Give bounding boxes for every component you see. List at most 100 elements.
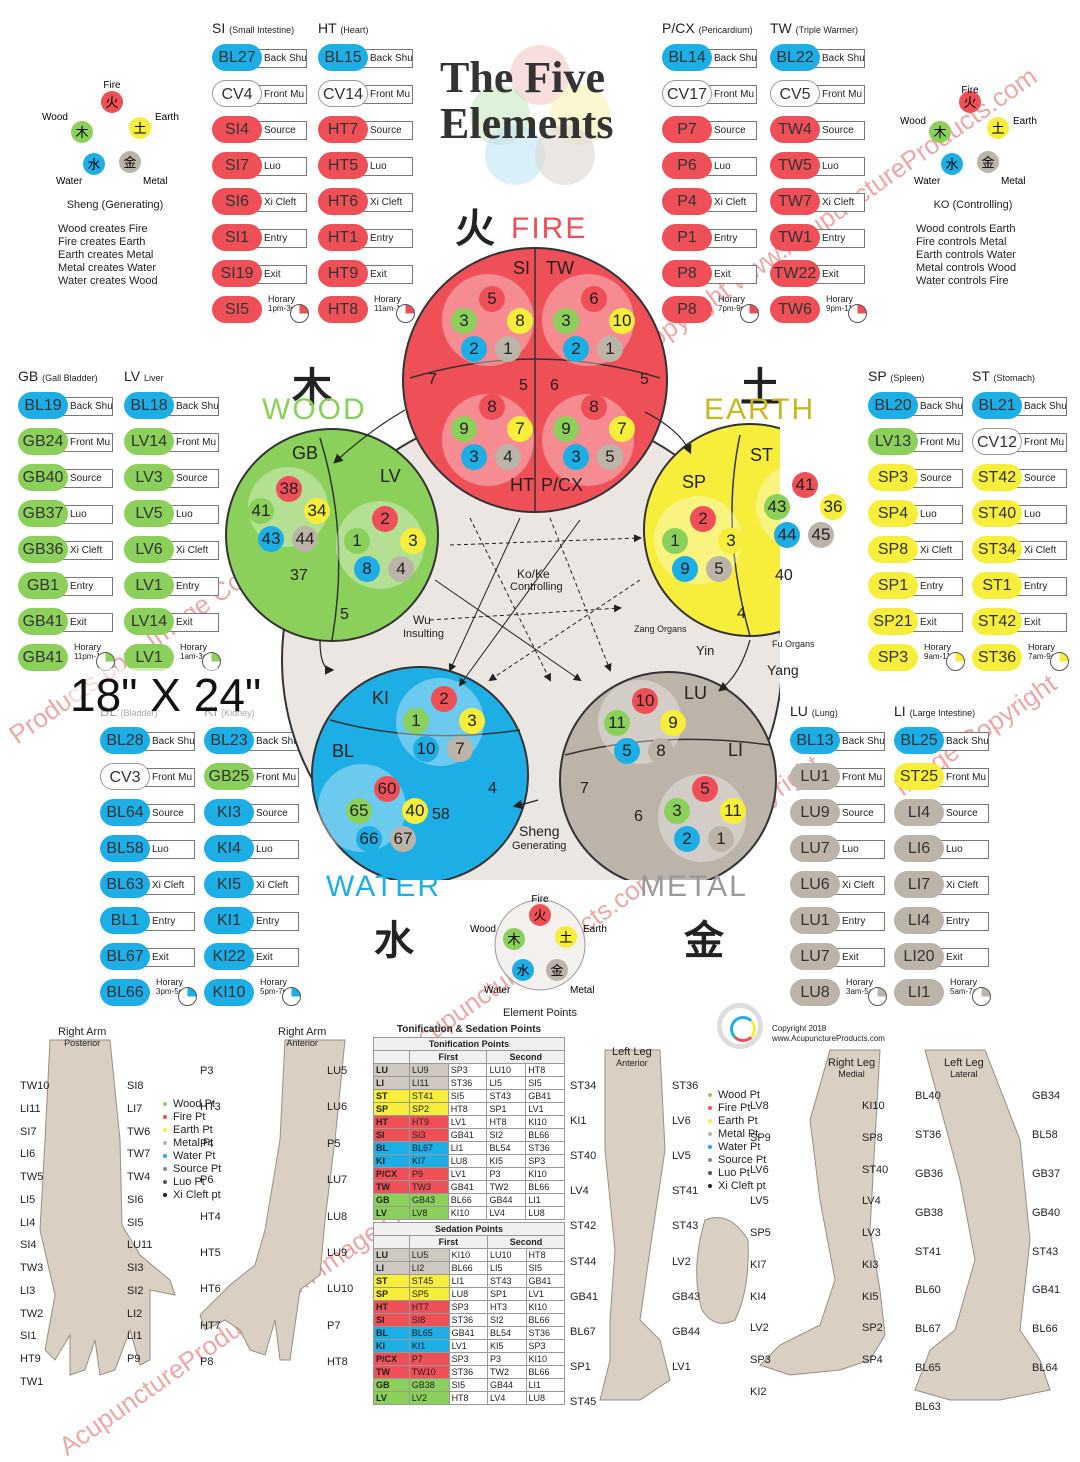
point-label: Entry [62,577,113,596]
element-node: 2 [563,336,589,362]
point-code: SI5 [212,296,262,323]
point-label: Front Mu [248,768,299,787]
point-label: Back Shu [938,732,989,751]
point-code: CV14 [318,80,368,107]
svg-text:Earth: Earth [1013,116,1037,127]
point-label: Entry [144,912,195,931]
clock-icon [282,987,301,1006]
acupoint-label: SI6 [127,1193,144,1206]
acupoint-label: GB44 [672,1325,701,1338]
point-code: LU1 [790,763,840,790]
acupoint-label: KI3 [862,1258,879,1271]
point-code: CV4 [212,80,262,107]
arrow-num: 40 [775,567,793,584]
point-code: BL27 [212,44,262,71]
point-label: Xi Cleft [706,193,757,212]
point-label: Luo [912,505,963,524]
point-code: LU7 [790,943,840,970]
point-label: Back Shu [168,397,219,416]
acupoint-label: LU5 [327,1065,348,1077]
acupoint-label: BL66 [1032,1323,1058,1336]
point-code: GB37 [18,500,68,527]
element-node: 9 [660,710,686,736]
element-node: 2 [372,506,398,532]
svg-text:Fire: Fire [961,85,979,96]
acupoint-label: P3 [200,1065,214,1077]
point-label: Xi Cleft [62,541,113,560]
point-code: HT9 [318,260,368,287]
point-label: Luo [256,157,307,176]
element-node: 11 [720,798,746,824]
legend-item: Wood Pt [708,1089,766,1102]
point-label: Entry [168,577,219,596]
acupoint-label: LV5 [672,1150,691,1163]
clock-icon [290,304,309,323]
arrow-num: 37 [290,567,308,584]
legend-item: Source Pt [708,1154,766,1167]
point-label: Luo [248,840,299,859]
point-code: LU8 [790,979,840,1006]
acupoint-label: P5 [327,1137,341,1150]
earth-hanzi: 土 [740,364,780,411]
point-label: Source [168,469,219,488]
point-label: Front Mu [362,85,413,104]
acupoint-label: BL65 [915,1362,941,1375]
acupoint-label: P9 [127,1353,141,1366]
svg-text:Metal: Metal [1001,176,1025,187]
arrow-num: 7 [580,780,589,797]
acupoint-label: LV6 [750,1163,769,1176]
point-label: Exit [256,265,307,284]
point-code: BL25 [894,727,944,754]
point-label: Xi Cleft [168,541,219,560]
point-code: GB25 [204,763,254,790]
element-node: 3 [718,528,744,554]
svg-text:火: 火 [963,96,976,111]
point-code: BL1 [100,907,150,934]
acupoint-label: BL64 [1032,1362,1058,1375]
acupoint-label: ST43 [1032,1245,1059,1258]
element-node: 7 [447,736,473,762]
element-node: 3 [563,444,589,470]
acupoint-label: HT6 [200,1283,221,1296]
point-label: Source [706,121,757,140]
element-node: 10 [632,688,658,714]
acupoint-label: LU9 [327,1246,348,1259]
point-label: Front Mu [1016,433,1067,452]
point-label: Entry [248,912,299,931]
point-code: BL63 [100,871,150,898]
acupoint-label: SI4 [20,1239,37,1252]
point-code: BL64 [100,799,150,826]
label-gb: GB [292,443,319,463]
acupoint-label: GB40 [1032,1206,1061,1219]
arrow-num: 7 [428,371,437,388]
